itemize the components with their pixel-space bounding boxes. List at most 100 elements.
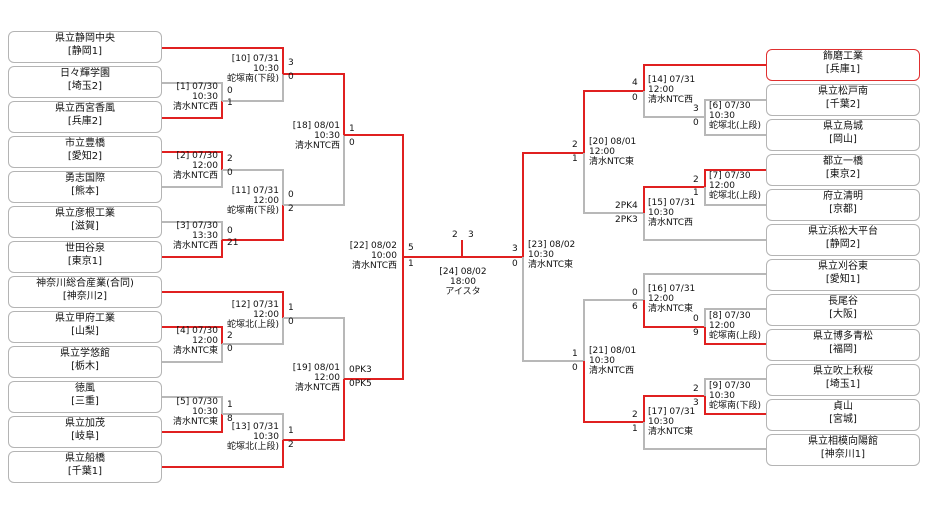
match-id: [24] 08/02 [439, 267, 487, 277]
team-prefecture: [埼玉1] [825, 379, 861, 390]
team-prefecture: [静岡2] [825, 239, 861, 250]
score: 1 [632, 424, 638, 434]
score: 2PK3 [615, 215, 638, 225]
score: 1 [288, 303, 294, 313]
score: 2 [288, 440, 294, 450]
team-name: 徳風 [75, 383, 95, 394]
score: 2 [288, 204, 294, 214]
score: 8 [227, 414, 233, 424]
team-name: 県立浜松大平台 [808, 226, 878, 237]
match-id: [21] 08/01 [589, 346, 637, 356]
match-venue: 蛇塚南(下段) [226, 206, 279, 216]
score: 1 [693, 188, 699, 198]
match-time: 18:00 [450, 277, 476, 287]
match-time: 10:30 [648, 417, 674, 427]
score: 1 [227, 98, 233, 108]
match-time: 12:00 [192, 336, 218, 346]
team-box: 市立豊橋[愛知2] [8, 136, 162, 168]
match-id: [11] 07/31 [231, 186, 279, 196]
match-id: [16] 07/31 [648, 284, 696, 294]
team-name: 県立松戸南 [818, 86, 868, 97]
match-time: 10:30 [253, 64, 279, 74]
match-id: [20] 08/01 [589, 137, 637, 147]
team-prefecture: [山梨] [71, 326, 99, 337]
match-venue: 清水NTC西 [173, 241, 218, 251]
team-prefecture: [千葉2] [825, 99, 861, 110]
score: 2 [227, 154, 233, 164]
match-time: 12:00 [192, 161, 218, 171]
team-box: 徳風 [三重] [8, 381, 162, 413]
team-name: 県立博多青松 [813, 331, 873, 342]
score: 1 [572, 154, 578, 164]
team-name: 県立学悠館 [60, 348, 110, 359]
match-venue: 清水NTC西 [648, 95, 693, 105]
team-prefecture: [三重] [71, 396, 99, 407]
match-id: [9] 07/30 [709, 381, 751, 391]
team-prefecture: [千葉1] [67, 466, 103, 477]
match-id: [5] 07/30 [176, 397, 218, 407]
team-name: 県立甲府工業 [55, 313, 115, 324]
team-box: 県立吹上秋桜[埼玉1] [766, 364, 920, 396]
team-name: 県立船橋 [65, 453, 105, 464]
team-box: 神奈川総合産業(合同)[神奈川2] [8, 276, 162, 308]
score: 2 [693, 384, 699, 394]
score: 2 [693, 175, 699, 185]
team-box: 県立浜松大平台 [静岡2] [766, 224, 920, 256]
team-name: 県立静岡中央 [55, 33, 115, 44]
team-box: 県立彦根工業 [滋賀] [8, 206, 162, 238]
team-prefecture: [岡山] [829, 134, 857, 145]
match-time: 12:00 [589, 147, 615, 157]
match-time: 12:00 [648, 85, 674, 95]
match-venue: 蛇塚北(上段) [226, 442, 279, 452]
team-prefecture: [愛知2] [67, 151, 103, 162]
team-name: 日々輝学園 [60, 68, 110, 79]
match-time: 10:30 [589, 356, 615, 366]
team-box: 県立刈谷東[愛知1] [766, 259, 920, 291]
team-name: 県立刈谷東 [818, 261, 868, 272]
match-venue: 蛇塚南(下段) [226, 74, 279, 84]
match-id: [22] 08/02 [349, 241, 397, 251]
team-box: 県立西宮香風[兵庫2] [8, 101, 162, 133]
score: 0 [693, 118, 699, 128]
team-name: 県立彦根工業 [55, 208, 115, 219]
team-prefecture: [滋賀] [71, 221, 99, 232]
score: 2 [452, 230, 458, 240]
team-box: 県立船橋 [千葉1] [8, 451, 162, 483]
match-venue: 蛇塚北(上段) [709, 191, 762, 201]
team-name: 貞山 [833, 401, 853, 412]
score: 1 [349, 124, 355, 134]
match-venue: 清水NTC西 [648, 218, 693, 228]
match-time: 10:30 [314, 131, 340, 141]
team-box: 長尾谷[大阪] [766, 294, 920, 326]
match-venue: 清水NTC西 [352, 261, 397, 271]
match-id: [23] 08/02 [528, 240, 576, 250]
match-id: [10] 07/31 [231, 54, 279, 64]
score: 1 [227, 400, 233, 410]
team-name: 県立加茂 [65, 418, 105, 429]
match-venue: 清水NTC東 [528, 260, 573, 270]
team-prefecture: [熊本] [71, 186, 99, 197]
score: 0 [349, 138, 355, 148]
score: 0 [227, 86, 233, 96]
score: 4 [632, 78, 638, 88]
score: 3 [468, 230, 474, 240]
team-name: 長尾谷 [828, 296, 858, 307]
team-box: 県立相模向陽館[神奈川1] [766, 434, 920, 466]
team-name: 神奈川総合産業(合同) [36, 278, 134, 289]
team-box: 貞山[宮城] [766, 399, 920, 431]
team-prefecture: [静岡1] [67, 46, 103, 57]
score: 2PK4 [615, 201, 638, 211]
team-box: 県立烏城[岡山] [766, 119, 920, 151]
